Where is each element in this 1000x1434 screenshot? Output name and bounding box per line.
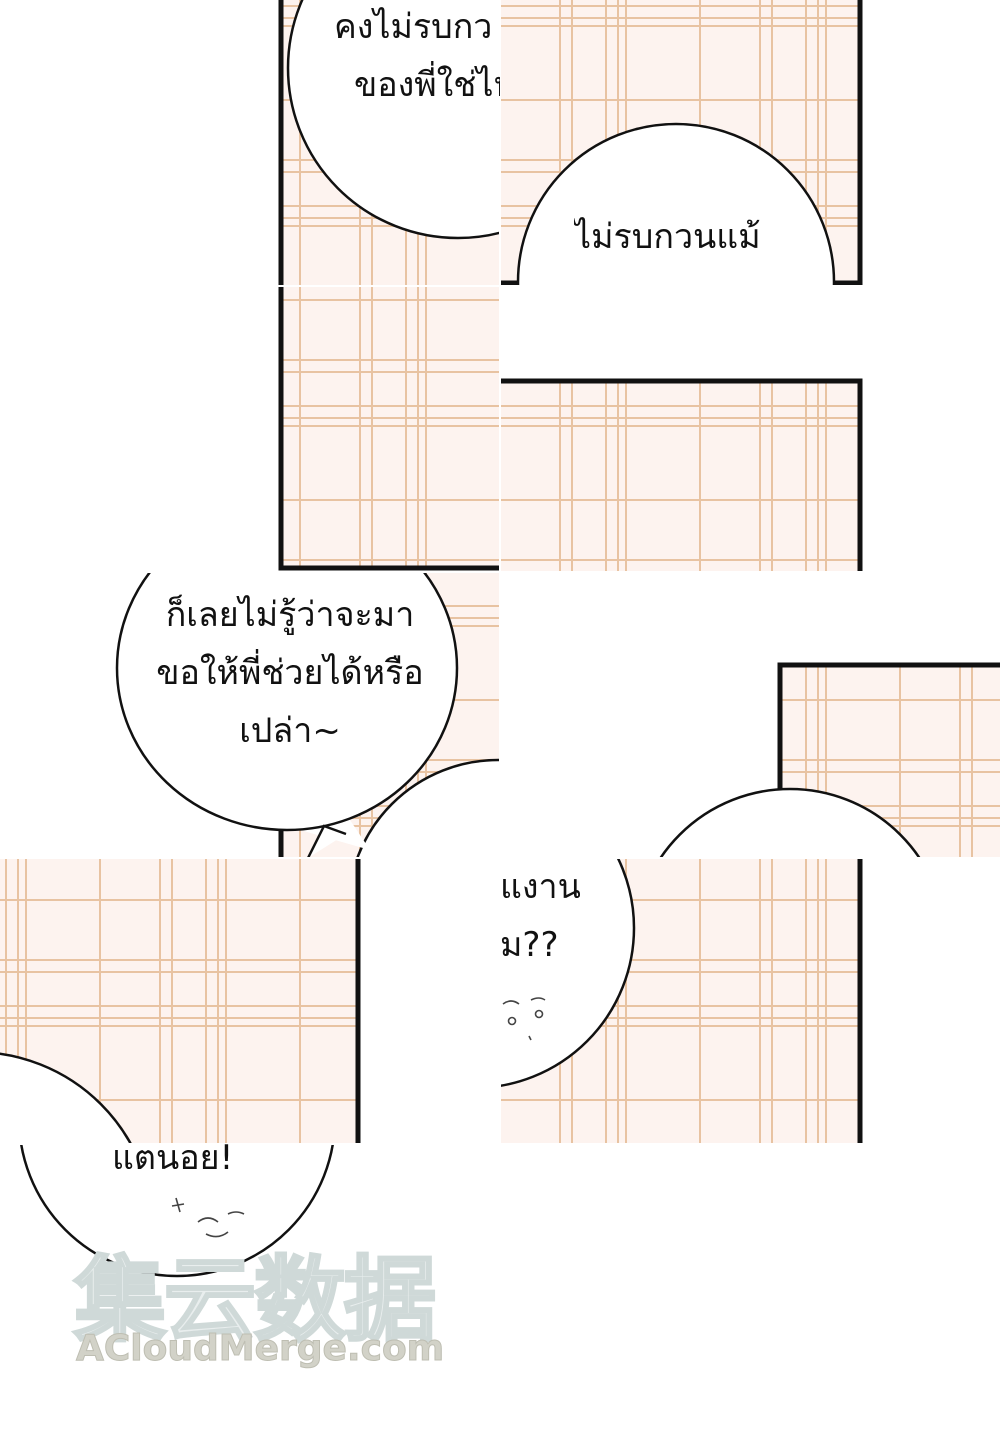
bubble-text-lower-right: แงาน ม?? (500, 858, 610, 978)
bubble-line: ของพี่ใช่ไห (354, 65, 500, 105)
speech-bubble (286, 0, 500, 240)
tile-bottom-left (19, 1144, 335, 1278)
doodle-face (171, 1197, 245, 1238)
watermark-logo: 集云数据 (72, 1246, 437, 1356)
bubble-text-top-left: คงไม่รบกว ของพี่ใช่ไห (334, 0, 500, 128)
doodle-face (502, 997, 546, 1041)
tile-top-left (278, 0, 500, 571)
bubble-line: ขอให้พี่ช่วยได้หรือ (156, 653, 424, 693)
tile-middle-left (115, 572, 500, 858)
speech-bubble-partial (356, 758, 500, 858)
speech-bubble (0, 1052, 133, 1144)
watermark-url: ACloudMerge.com (75, 1328, 445, 1370)
bubble-line: คงไม่รบกว (334, 7, 493, 47)
tile-lower-right (500, 858, 863, 1144)
speech-bubble (659, 787, 921, 858)
speech-bubble (516, 122, 836, 286)
tile-seams (0, 0, 1000, 1144)
bubble-line: แตนอย! (112, 1138, 234, 1178)
tile-middle-right (659, 662, 1000, 858)
bubble-line: ก็เลยไม่รู้ว่าจะมา (165, 595, 415, 635)
bubble-text-bottom-left: แตนอย! (112, 1132, 272, 1184)
tile-panel-strip (500, 378, 863, 572)
bubble-tail (306, 824, 347, 858)
tile-top-right (500, 0, 863, 286)
bubble-line: ไม่รบกวนแม้ (574, 217, 761, 257)
bubble-text-top-right: ไม่รบกวนแม้ (574, 208, 804, 268)
bubble-line: เปล่า~ (239, 711, 341, 751)
speech-bubble (19, 1144, 335, 1278)
bubble-line: แงาน (500, 867, 581, 907)
tile-lower-left (0, 858, 361, 1144)
speech-bubble (115, 572, 459, 832)
speech-bubble (500, 858, 636, 1088)
bubble-text-middle-left: ก็เลยไม่รู้ว่าจะมา ขอให้พี่ช่วยได้หรือ เ… (140, 586, 440, 766)
bubble-line: ม?? (500, 925, 559, 965)
